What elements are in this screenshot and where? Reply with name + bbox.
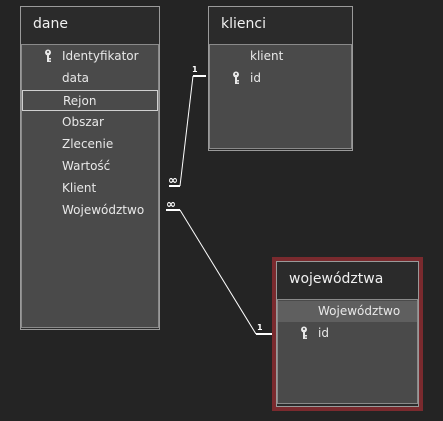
many-label: ∞ <box>166 197 176 211</box>
table-title[interactable]: dane <box>33 16 68 32</box>
one-label: 1 <box>192 65 198 74</box>
field-klient[interactable]: Klient <box>22 178 158 199</box>
field-wartosc[interactable]: Wartość <box>22 156 158 177</box>
key-icon <box>301 326 307 339</box>
field-label: Klient <box>62 181 97 195</box>
field-wojewodztwo[interactable]: Województwo <box>278 301 417 322</box>
many-label: ∞ <box>168 173 178 187</box>
field-label: Zlecenie <box>62 137 114 151</box>
field-rejon[interactable]: Rejon <box>22 90 158 111</box>
field-data[interactable]: data <box>22 68 158 89</box>
relationship-line <box>179 75 194 187</box>
relationship-line <box>179 209 257 335</box>
table-klienci[interactable]: klienci klient id <box>208 6 353 151</box>
key-icon <box>45 49 51 62</box>
field-label: Obszar <box>62 115 104 129</box>
field-label: data <box>62 71 90 85</box>
table-dane[interactable]: dane Identyfikator data Rejon Obszar Zle… <box>20 6 160 330</box>
field-obszar[interactable]: Obszar <box>22 112 158 133</box>
field-label: Rejon <box>63 94 97 108</box>
table-wojewodztwa[interactable]: województwa Województwo id <box>272 257 423 411</box>
field-list[interactable]: klient id <box>209 44 352 149</box>
field-klient[interactable]: klient <box>210 46 351 67</box>
field-identyfikator[interactable]: Identyfikator <box>22 46 158 67</box>
key-icon <box>233 71 239 84</box>
field-zlecenie[interactable]: Zlecenie <box>22 134 158 155</box>
field-id[interactable]: id <box>210 68 351 89</box>
field-label: id <box>318 326 329 340</box>
field-label: klient <box>250 49 284 63</box>
field-label: Województwo <box>318 304 401 318</box>
field-label: Wartość <box>62 159 111 173</box>
table-title[interactable]: województwa <box>289 271 384 287</box>
field-label: Identyfikator <box>62 49 139 63</box>
relationship-klient[interactable]: ∞ 1 <box>168 65 206 187</box>
relationship-wojewodztwo[interactable]: ∞ 1 <box>166 197 272 335</box>
table-title[interactable]: klienci <box>221 16 266 32</box>
field-id[interactable]: id <box>278 323 417 344</box>
field-label: Województwo <box>62 203 145 217</box>
one-label: 1 <box>257 323 263 332</box>
field-label: id <box>250 71 261 85</box>
field-list[interactable]: Województwo id <box>277 299 418 404</box>
field-wojewodztwo[interactable]: Województwo <box>22 200 158 221</box>
field-list[interactable]: Identyfikator data Rejon Obszar Zlecenie… <box>21 44 159 328</box>
